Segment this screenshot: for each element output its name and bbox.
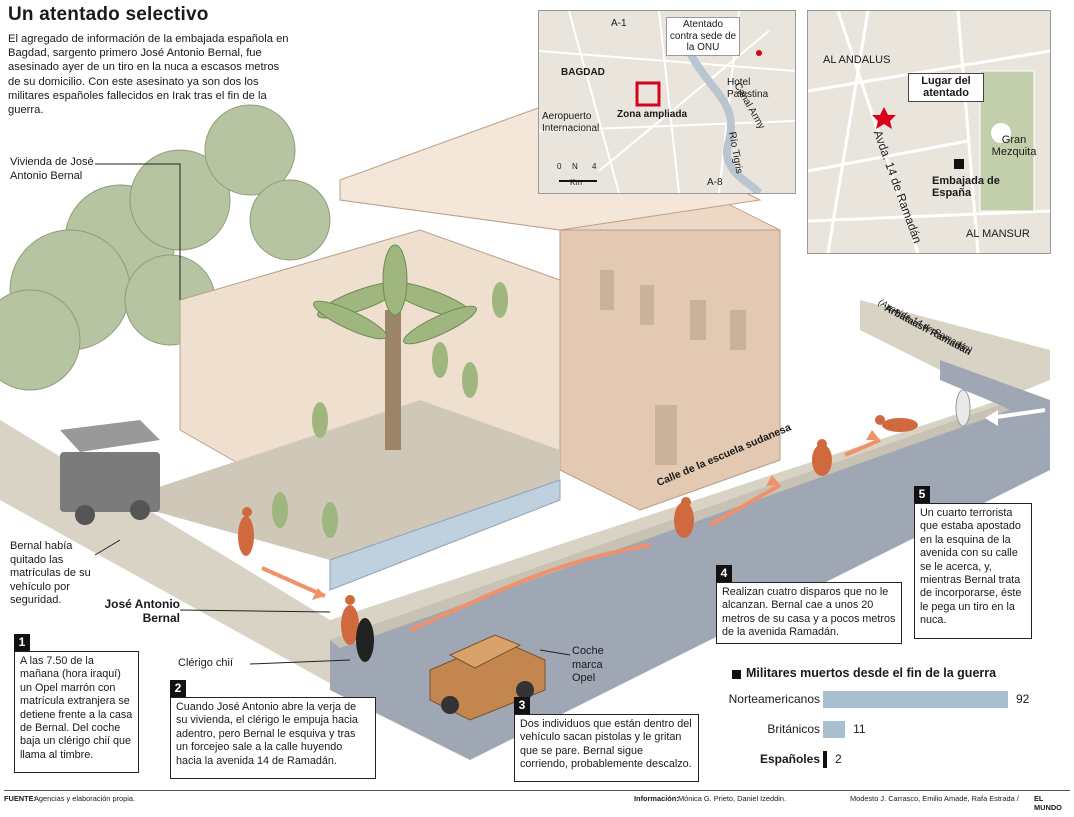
- step-3-text: Dos individuos que están dentro del vehí…: [514, 714, 699, 782]
- label-clerigo: Clérigo chií: [178, 657, 234, 669]
- bar-2: [823, 751, 828, 768]
- bar-value-0: 92: [1016, 692, 1030, 706]
- bar-value-1: 11: [853, 722, 866, 736]
- map-a1: A-1: [611, 18, 627, 29]
- bar-value-2: 2: [835, 752, 842, 766]
- map-andalus-label: AL ANDALUS: [823, 54, 891, 66]
- footer-info: Mónica G. Prieto, Daniel Izeddin.: [678, 794, 787, 803]
- bar-label-1: Británicos: [767, 722, 820, 736]
- palm-tree: [313, 244, 477, 450]
- intro-text: El agregado de información de la embajad…: [8, 33, 289, 117]
- map-scale-0: 0: [557, 162, 562, 171]
- zoom-area-marker: [635, 81, 661, 107]
- north-arrow-icon: N: [572, 162, 578, 171]
- map-zoomed-roads: [808, 11, 1050, 253]
- map-bagdad-label: BAGDAD: [561, 67, 605, 78]
- step-5-number: 5: [914, 486, 930, 503]
- step-4-text: Realizan cuatro disparos que no le alcan…: [716, 582, 902, 644]
- map-mezquita-label: Gran Mezquita: [991, 134, 1037, 158]
- map-km: Km: [570, 178, 582, 187]
- step-1-number: 1: [14, 634, 30, 651]
- map-baghdad: A-1 Atentado contra sede de la ONU BAGDA…: [538, 10, 796, 194]
- step-2-number: 2: [170, 680, 186, 697]
- bar-0: [823, 691, 1008, 708]
- map-scale-4: 4: [592, 162, 597, 171]
- step-4-number: 4: [716, 565, 732, 582]
- map-hotel-label: Hotel Palestina: [727, 77, 769, 100]
- bar-label-0: Norteamericanos: [728, 692, 820, 706]
- map-aeropuerto-label: Aeropuerto Internacional: [542, 111, 600, 134]
- footer-fuente-label: FUENTE:: [4, 794, 37, 803]
- label-vivienda: Vivienda de José Antonio Bernal: [10, 156, 94, 182]
- page-title: Un atentado selectivo: [8, 4, 209, 25]
- label-jose: José Antonio Bernal: [104, 597, 180, 625]
- bar-1: [823, 721, 846, 738]
- footer-paper: EL MUNDO: [1034, 794, 1062, 812]
- map-embajada-label: Embajada de España: [932, 175, 1000, 199]
- map-mansur-label: AL MANSUR: [966, 228, 1030, 240]
- map-a8: A-8: [707, 177, 723, 188]
- footer-info-label: Información:: [634, 794, 679, 803]
- bar-label-2: Españoles: [759, 752, 820, 766]
- map-onu-label: Atentado contra sede de la ONU: [666, 17, 740, 56]
- chart-bullet: [732, 670, 741, 679]
- chart-title: Militares muertos desde el fin de la gue…: [746, 666, 997, 680]
- footer-fuente: Agencias y elaboración propia.: [34, 794, 136, 803]
- map-baghdad-roads: [539, 11, 795, 193]
- footer: FUENTE: Agencias y elaboración propia. I…: [4, 790, 1070, 812]
- map-zoomed: AL ANDALUS Lugar del atentado Gran Mezqu…: [807, 10, 1051, 254]
- map-zona-label: Zona ampliada: [617, 109, 688, 120]
- label-matriculas: Bernal había quitado las matrículas de s…: [10, 540, 91, 606]
- step-5-text: Un cuarto terrorista que estaba apostado…: [914, 503, 1032, 639]
- map-lugar-label: Lugar del atentado: [908, 73, 984, 102]
- footer-credits: Modesto J. Carrasco, Emilio Amade, Rafa …: [850, 794, 1019, 803]
- step-2-text: Cuando José Antonio abre la verja de su …: [170, 697, 376, 779]
- step-1-text: A las 7.50 de la mañana (hora iraquí) un…: [14, 651, 139, 773]
- step-3-number: 3: [514, 697, 530, 714]
- label-coche: Coche marca Opel: [572, 645, 604, 684]
- trees: [0, 104, 331, 391]
